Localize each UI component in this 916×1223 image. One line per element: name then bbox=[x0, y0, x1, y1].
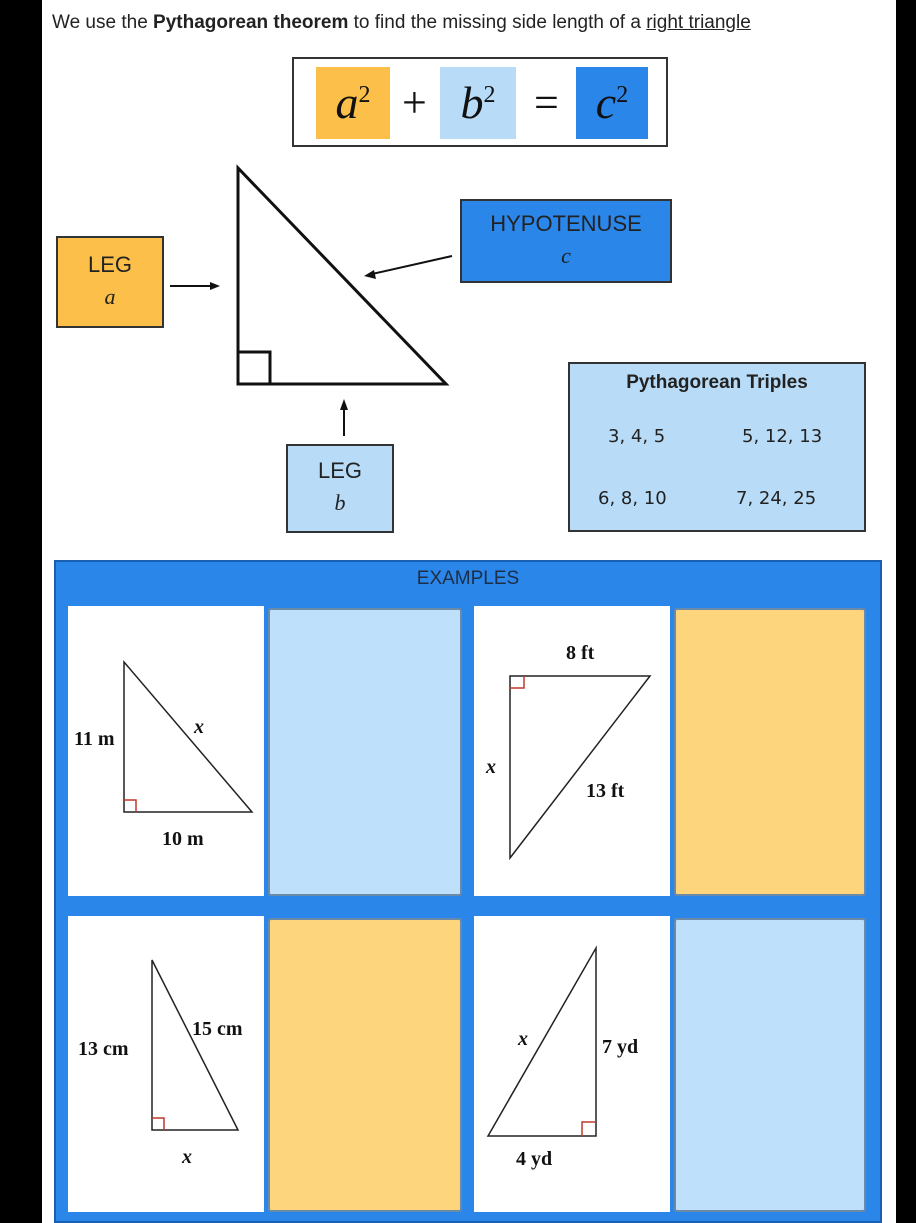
leg-a-title: LEG bbox=[87, 252, 133, 277]
hypotenuse-box: HYPOTENUSE c bbox=[460, 199, 672, 283]
example-3-base-label: x bbox=[182, 1146, 192, 1168]
formula-a: a bbox=[335, 77, 359, 128]
arrow-hyp bbox=[371, 255, 453, 275]
main-right-angle bbox=[238, 350, 272, 384]
formula-c-tile: c2 bbox=[576, 67, 648, 139]
triple-item: 7, 24, 25 bbox=[736, 488, 817, 509]
example-4-answer-box[interactable] bbox=[674, 918, 866, 1212]
intro-bold: Pythagorean theorem bbox=[153, 12, 349, 33]
formula-b-exp: 2 bbox=[483, 82, 496, 108]
example-3-leg-label: 13 cm bbox=[78, 1038, 129, 1060]
example-1-triangle bbox=[123, 659, 254, 813]
intro-middle: to find the missing side length of a bbox=[348, 12, 647, 33]
triple-item: 5, 12, 13 bbox=[742, 426, 823, 447]
leg-b-var: b bbox=[334, 490, 346, 515]
hypotenuse-title: HYPOTENUSE bbox=[490, 211, 642, 236]
example-2-triangle bbox=[509, 675, 652, 861]
example-1-hyp-label: x bbox=[194, 716, 204, 738]
examples-title: EXAMPLES bbox=[416, 568, 520, 589]
triples-title: Pythagorean Triples bbox=[626, 372, 808, 393]
leg-a-box: LEG a bbox=[56, 236, 164, 328]
triple-item: 3, 4, 5 bbox=[608, 426, 666, 447]
example-3-hyp-label: 15 cm bbox=[192, 1018, 243, 1040]
leg-b-box: LEG b bbox=[286, 444, 394, 533]
main-triangle bbox=[236, 164, 450, 386]
example-4-triangle bbox=[486, 945, 597, 1137]
example-3-figure: 13 cm 15 cm x bbox=[68, 916, 264, 1212]
intro-text: We use the Pythagorean theorem to find t… bbox=[52, 12, 751, 34]
leg-a-var: a bbox=[104, 284, 116, 309]
formula-c-exp: 2 bbox=[616, 82, 629, 108]
triple-item: 6, 8, 10 bbox=[598, 488, 667, 509]
formula-b: b bbox=[460, 77, 484, 128]
example-1-base-label: 10 m bbox=[162, 828, 204, 850]
formula-box: a2 + b2 = c2 bbox=[292, 57, 668, 147]
intro-prefix: We use the bbox=[52, 12, 154, 33]
example-2-answer-box[interactable] bbox=[674, 608, 866, 896]
formula-equals: = bbox=[534, 78, 559, 127]
example-3-answer-box[interactable] bbox=[268, 918, 462, 1212]
example-4-base-label: 4 yd bbox=[516, 1148, 553, 1170]
intro-underlined: right triangle bbox=[646, 12, 751, 33]
pythagorean-triples-box: Pythagorean Triples 3, 4, 5 5, 12, 13 6,… bbox=[568, 362, 866, 532]
hypotenuse-var: c bbox=[561, 243, 571, 268]
example-2-figure: 8 ft 13 ft x bbox=[474, 606, 670, 896]
formula-b-tile: b2 bbox=[440, 67, 516, 139]
example-2-hyp-label: 13 ft bbox=[586, 780, 625, 802]
example-1-leg-label: 11 m bbox=[74, 728, 115, 750]
example-1-answer-box[interactable] bbox=[268, 608, 462, 896]
example-4-hyp-label: x bbox=[518, 1028, 528, 1050]
formula-a-tile: a2 bbox=[316, 67, 390, 139]
example-4-figure: x 7 yd 4 yd bbox=[474, 916, 670, 1212]
example-2-leg-label: x bbox=[486, 756, 496, 778]
example-1-figure: 11 m 10 m x bbox=[68, 606, 264, 896]
example-2-top-label: 8 ft bbox=[566, 642, 595, 664]
example-3-triangle bbox=[151, 959, 240, 1131]
examples-section: EXAMPLES 11 m 10 m x 8 ft 13 ft x 13 cm … bbox=[54, 560, 882, 1223]
formula-a-exp: 2 bbox=[358, 82, 371, 108]
formula-c: c bbox=[595, 77, 617, 128]
formula-plus: + bbox=[402, 78, 427, 127]
leg-b-title: LEG bbox=[317, 458, 363, 483]
example-4-leg-label: 7 yd bbox=[602, 1036, 639, 1058]
main-triangle-diagram bbox=[170, 164, 453, 436]
